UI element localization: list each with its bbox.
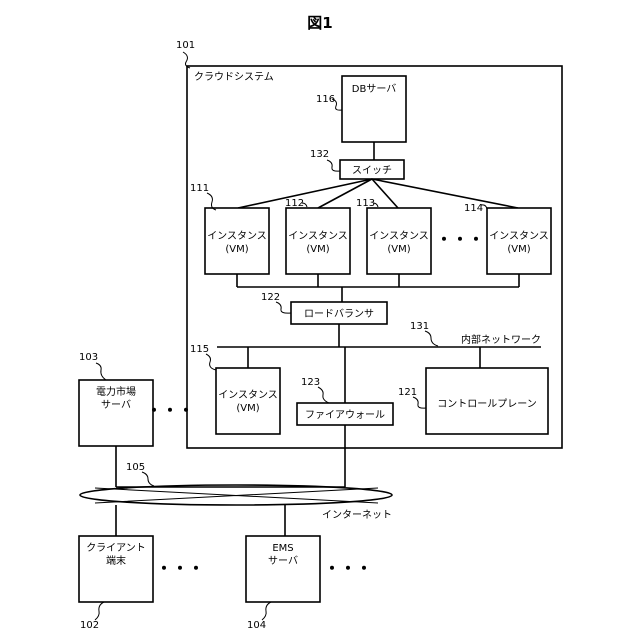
client-ref: 102 <box>80 620 99 631</box>
power-market-ref: 103 <box>79 352 98 363</box>
internal-network-ref: 131 <box>410 321 429 332</box>
firewall-ref: 123 <box>301 377 320 388</box>
power-market-leader <box>96 363 106 380</box>
cloud-system-ref: 101 <box>176 40 195 51</box>
instance-114-ref: 114 <box>464 203 483 214</box>
client-dots: ・・・ <box>156 559 204 578</box>
internet-leader <box>142 472 154 486</box>
switch-label: スイッチ <box>352 165 392 177</box>
cloud-system-label: クラウドシステム <box>194 71 274 83</box>
db-server-label: DBサーバ <box>352 83 396 95</box>
instance-114-line1: インスタンス <box>489 230 549 242</box>
load-balancer-label: ロードバランサ <box>304 308 374 320</box>
control-plane-ref: 121 <box>398 387 417 398</box>
instance-112-line1: インスタンス <box>288 230 348 242</box>
internet-ref: 105 <box>126 462 145 473</box>
instance-112-ref: 112 <box>285 198 304 209</box>
internal-network-label: 内部ネットワーク <box>461 333 541 346</box>
ems-line1: EMS <box>272 543 293 554</box>
instance-115-line2: (VM) <box>236 403 259 414</box>
ems-leader <box>262 602 271 620</box>
instance-111-line1: インスタンス <box>207 230 267 242</box>
power-market-line1: 電力市場 <box>96 385 136 398</box>
ems-ref: 104 <box>247 620 266 631</box>
instance-112-line2: (VM) <box>306 244 329 255</box>
instance-115-ref: 115 <box>190 344 209 355</box>
instance-115-line1: インスタンス <box>218 389 278 401</box>
internet-cross <box>95 488 378 503</box>
client-line1: クライアント <box>86 542 146 554</box>
instance-111-ref: 111 <box>190 183 209 194</box>
internet-label: インターネット <box>322 509 392 521</box>
instance-113-ref: 113 <box>356 198 375 209</box>
instance-113-line1: インスタンス <box>369 230 429 242</box>
firewall-label: ファイアウォール <box>305 409 385 421</box>
instance-dots: ・・・ <box>436 230 484 249</box>
figure-title: 図1 <box>307 14 332 32</box>
control-plane-label: コントロールプレーン <box>437 398 537 410</box>
switch-ref: 132 <box>310 149 329 160</box>
client-line2: 端末 <box>106 554 126 567</box>
ems-line2: サーバ <box>268 555 298 567</box>
instance-114-line2: (VM) <box>507 244 530 255</box>
power-market-line2: サーバ <box>101 399 131 411</box>
instance-115-box <box>216 368 280 434</box>
power-market-dots: ・・・ <box>146 401 194 420</box>
instance-111-line2: (VM) <box>225 244 248 255</box>
client-leader <box>95 602 104 620</box>
load-balancer-ref: 122 <box>261 292 280 303</box>
instance-113-line2: (VM) <box>387 244 410 255</box>
ems-dots: ・・・ <box>324 559 372 578</box>
